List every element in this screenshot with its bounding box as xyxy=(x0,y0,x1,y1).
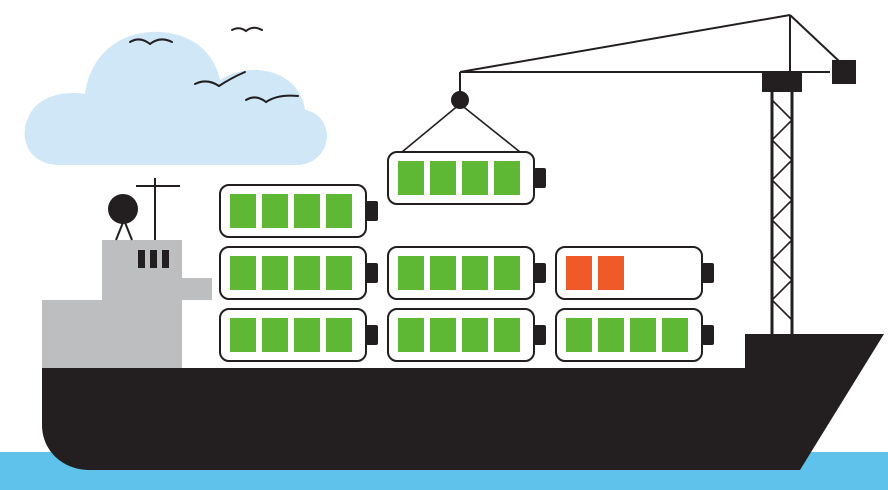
battery-bottom-left xyxy=(219,308,378,362)
battery-cell xyxy=(294,256,320,290)
radar-dish-icon xyxy=(108,194,138,241)
battery-cell xyxy=(294,194,320,228)
battery-bottom-right xyxy=(555,308,714,362)
bird-icon xyxy=(129,38,173,46)
battery-cell xyxy=(494,256,520,290)
battery-cell xyxy=(462,161,488,195)
battery-cell xyxy=(398,161,424,195)
battery-cell xyxy=(398,256,424,290)
battery-mid-left xyxy=(219,246,378,300)
battery-cell xyxy=(566,256,592,290)
battery-cell xyxy=(326,256,352,290)
battery-cell xyxy=(494,318,520,352)
antenna-icon xyxy=(136,178,180,240)
battery-cell xyxy=(430,318,456,352)
battery-mid-center xyxy=(387,246,546,300)
battery-cell xyxy=(230,256,256,290)
battery-hoisted xyxy=(387,151,546,205)
battery-cell xyxy=(462,256,488,290)
ship-hull-icon xyxy=(42,334,884,470)
battery-terminal xyxy=(702,263,714,283)
battery-terminal xyxy=(534,325,546,345)
battery-cell xyxy=(430,256,456,290)
bird-icon xyxy=(245,94,299,104)
battery-cell xyxy=(662,318,688,352)
battery-bottom-center xyxy=(387,308,546,362)
battery-cell xyxy=(566,318,592,352)
battery-cell xyxy=(230,318,256,352)
battery-cell xyxy=(598,318,624,352)
battery-cell xyxy=(630,318,656,352)
battery-cell xyxy=(326,318,352,352)
battery-top-left xyxy=(219,184,378,238)
battery-cell xyxy=(326,194,352,228)
bird-icon xyxy=(194,71,246,88)
battery-cell xyxy=(262,194,288,228)
battery-terminal xyxy=(534,263,546,283)
battery-terminal xyxy=(366,263,378,283)
cloud-icon xyxy=(24,31,327,166)
birds xyxy=(129,26,299,104)
battery-mid-right xyxy=(555,246,714,300)
hook-icon xyxy=(401,91,521,153)
battery-cell xyxy=(430,161,456,195)
battery-terminal xyxy=(534,168,546,188)
battery-cell xyxy=(262,318,288,352)
ship-cabin-icon xyxy=(42,240,212,370)
bird-icon xyxy=(231,26,263,33)
battery-cell xyxy=(462,318,488,352)
battery-cell xyxy=(230,194,256,228)
battery-cell xyxy=(494,161,520,195)
battery-containers xyxy=(219,151,714,362)
battery-terminal xyxy=(702,325,714,345)
crane-icon xyxy=(459,14,856,335)
battery-terminal xyxy=(366,201,378,221)
battery-cell xyxy=(398,318,424,352)
battery-cell xyxy=(294,318,320,352)
battery-terminal xyxy=(366,325,378,345)
battery-cell xyxy=(598,256,624,290)
battery-cell xyxy=(262,256,288,290)
